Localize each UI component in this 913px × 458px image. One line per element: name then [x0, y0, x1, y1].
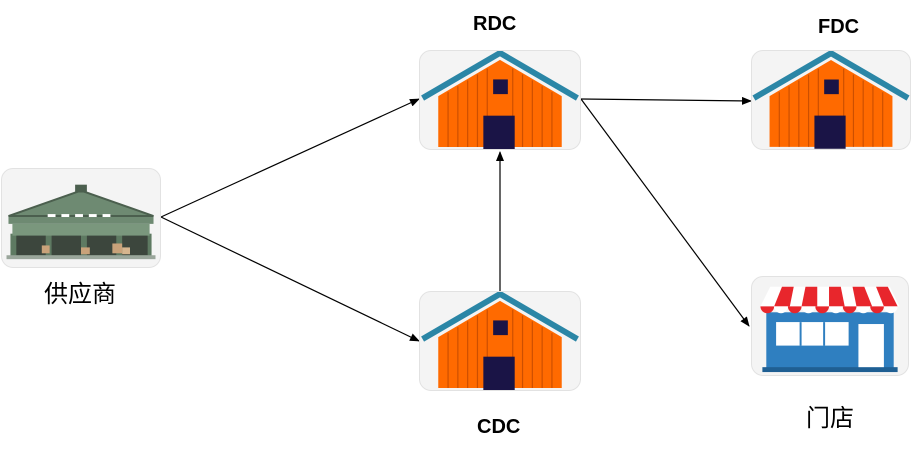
cdc-label: CDC	[477, 416, 521, 438]
distribution-center-icon	[752, 51, 910, 149]
rdc-label: RDC	[473, 13, 517, 35]
store-label: 门店	[806, 404, 854, 432]
distribution-center-icon	[421, 292, 579, 390]
store-node	[751, 276, 909, 376]
cdc-node	[419, 291, 581, 391]
warehouse-icon	[6, 184, 156, 260]
edge-rdc-store	[580, 98, 750, 327]
fdc-label: FDC	[818, 16, 860, 38]
fdc-node	[751, 50, 911, 150]
storefront-icon	[760, 286, 900, 373]
supplier-label: 供应商	[44, 280, 116, 308]
edge-rdc-fdc	[580, 96, 752, 105]
distribution-center-icon	[421, 51, 579, 149]
rdc-node	[419, 50, 581, 150]
edge-supplier-rdc	[160, 98, 420, 218]
supplier-node	[1, 168, 161, 268]
edge-supplier-cdc	[160, 216, 420, 342]
